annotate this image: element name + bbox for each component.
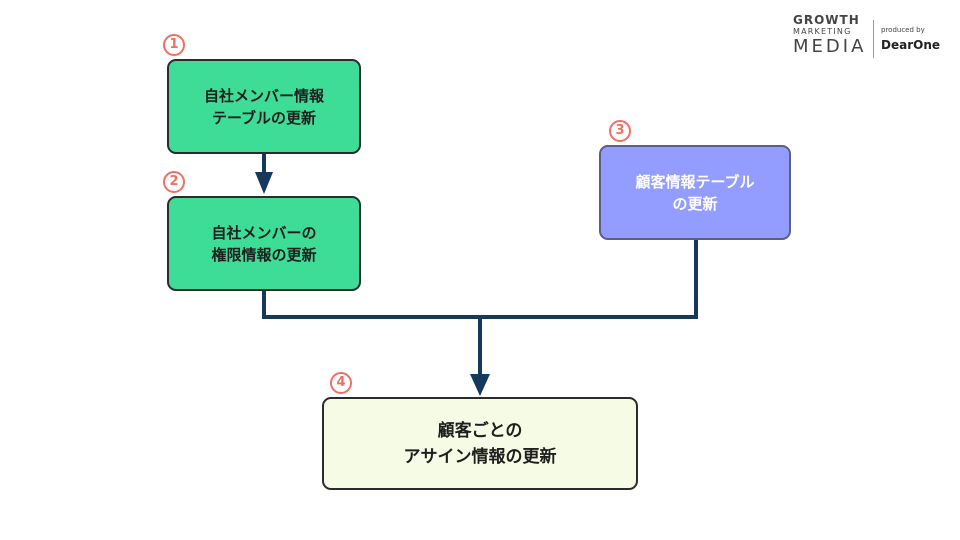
step-3-line-1: 顧客情報テーブル	[635, 172, 755, 191]
step-1-line-2: テーブルの更新	[211, 108, 317, 127]
step-2-line-2: 権限情報の更新	[211, 245, 317, 264]
logo-produced-by: produced by	[881, 26, 925, 34]
step-number-badge-4: 4	[330, 372, 352, 394]
step-number-badge-1: 1	[163, 34, 185, 56]
step-number-badge-2: 2	[163, 171, 185, 193]
arrowhead-to-step-4	[470, 374, 490, 396]
step-4-line-1: 顧客ごとの	[437, 420, 523, 441]
step-1-line-1: 自社メンバー情報	[203, 86, 324, 105]
logo-company-name: DearOne	[881, 38, 940, 52]
step-box-member-permission-update: 自社メンバーの 権限情報の更新	[167, 196, 361, 291]
step-2-line-1: 自社メンバーの	[211, 223, 317, 242]
logo-wordmark: GROWTH MARKETING MEDIA	[793, 14, 866, 57]
step-box-member-table-update: 自社メンバー情報 テーブルの更新	[167, 59, 361, 154]
logo-divider	[873, 20, 874, 58]
growth-marketing-media-logo: GROWTH MARKETING MEDIA produced by DearO…	[793, 14, 953, 64]
step-box-customer-table-update: 顧客情報テーブル の更新	[599, 145, 791, 240]
arrowhead-to-step-2	[255, 172, 273, 194]
step-4-line-2: アサイン情報の更新	[403, 446, 557, 467]
logo-line-growth: GROWTH	[793, 13, 860, 27]
step-box-customer-assignment-update: 顧客ごとの アサイン情報の更新	[322, 397, 638, 490]
step-3-line-2: の更新	[672, 194, 718, 213]
logo-line-marketing: MARKETING	[793, 27, 852, 36]
step-number-badge-3: 3	[609, 120, 631, 142]
logo-line-media: MEDIA	[793, 36, 867, 57]
